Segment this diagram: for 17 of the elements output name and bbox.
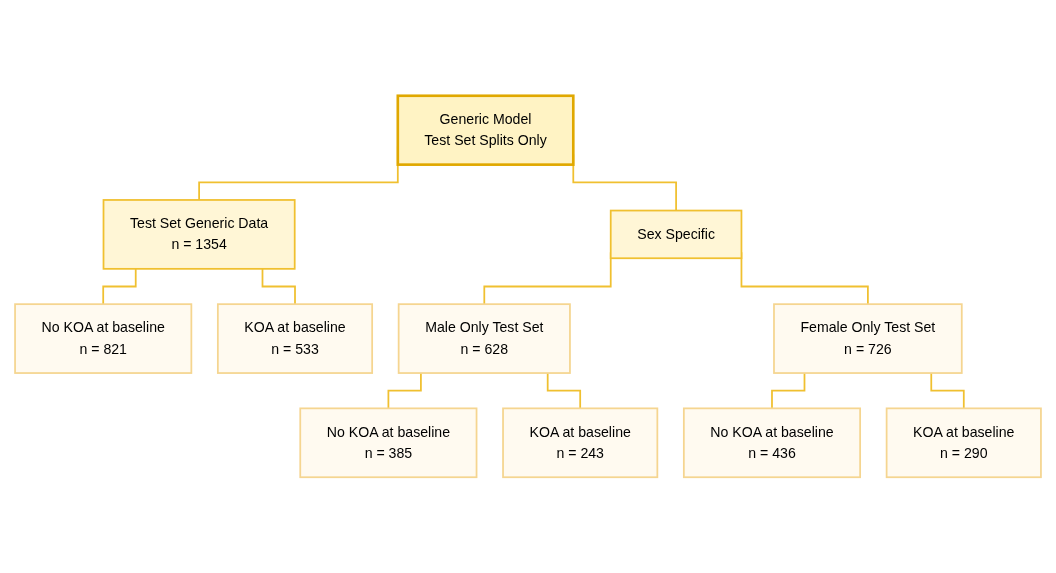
connector <box>771 372 806 410</box>
node-box: No KOA at baseline n = 385 <box>299 407 478 479</box>
node-box: KOA at baseline n = 290 <box>885 407 1042 479</box>
node-box: Generic Model Test Set Splits Only <box>396 94 575 166</box>
node-box: Sex Specific <box>609 209 743 260</box>
node-box: Male Only Test Set n = 628 <box>397 303 571 374</box>
connector <box>102 267 137 306</box>
node-box: KOA at baseline n = 243 <box>502 407 659 479</box>
node-box: No KOA at baseline n = 821 <box>14 303 193 374</box>
connector <box>930 372 965 410</box>
connector <box>261 267 296 306</box>
connector <box>387 372 422 410</box>
node-box: KOA at baseline n = 533 <box>216 303 374 374</box>
node-box: Test Set Generic Data n = 1354 <box>102 199 296 270</box>
node-box: Female Only Test Set n = 726 <box>773 303 963 374</box>
node-box: No KOA at baseline n = 436 <box>682 407 861 479</box>
connector <box>546 372 582 410</box>
